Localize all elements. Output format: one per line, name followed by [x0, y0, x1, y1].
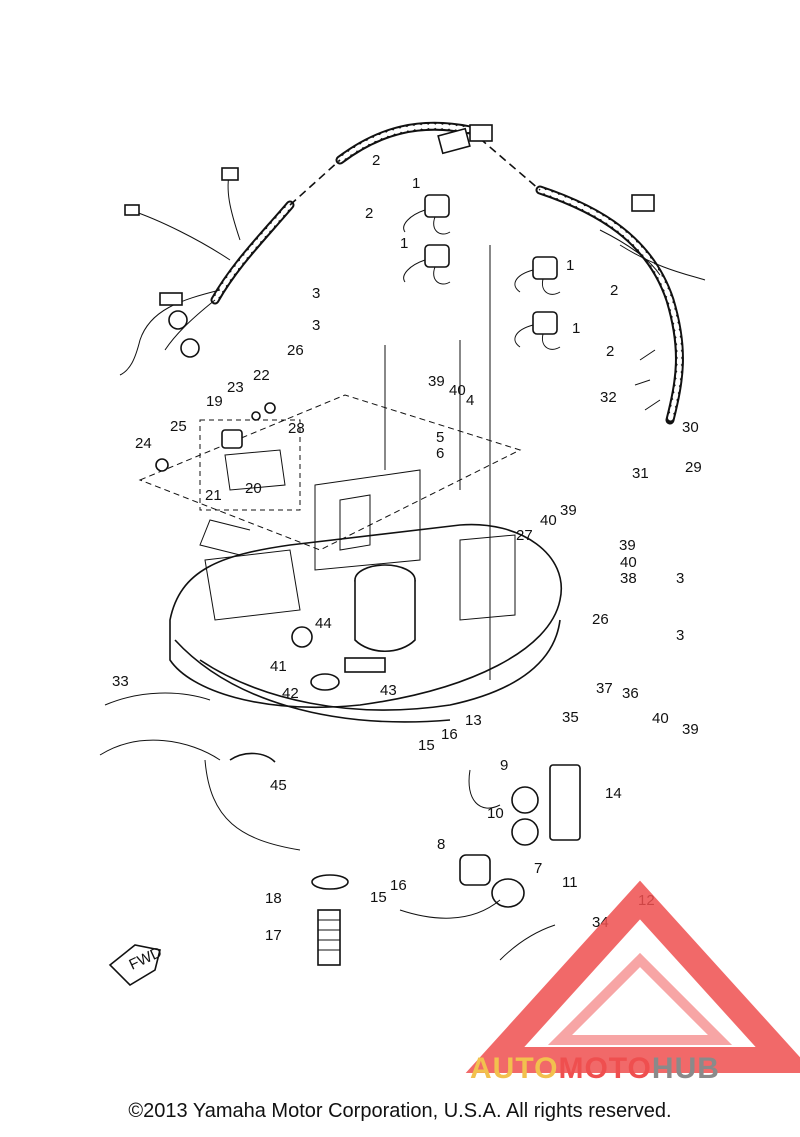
callout-label: 20 [245, 480, 262, 497]
callout-label: 13 [465, 712, 482, 729]
callout-label: 39 [560, 502, 577, 519]
callout-label: 1 [566, 257, 574, 274]
callout-label: 36 [622, 685, 639, 702]
callout-label: 40 [652, 710, 669, 727]
callout-label: 3 [676, 627, 684, 644]
callout-label: 40 [449, 382, 466, 399]
bracket-assembly [155, 402, 301, 511]
callout-label: 39 [428, 373, 445, 390]
callout-label: 2 [606, 343, 614, 360]
callout-label: 1 [412, 175, 420, 192]
callout-label: 30 [682, 419, 699, 436]
lower-components [99, 626, 581, 966]
logo-part-moto: MOTO [558, 1052, 652, 1085]
callout-label: 28 [288, 420, 305, 437]
callout-label: 2 [365, 205, 373, 222]
callout-label: 40 [540, 512, 557, 529]
copyright-notice: ©2013 Yamaha Motor Corporation, U.S.A. A… [128, 1100, 672, 1122]
callout-label: 15 [418, 737, 435, 754]
exploded-parts-diagram: FWD 1 1 1 1 2 2 2 2 3 3 3 3 4 5 6 7 8 9 … [99, 121, 800, 1073]
callout-label: 24 [135, 435, 152, 452]
callout-label: 26 [592, 611, 609, 628]
callout-numbers: 1 1 1 1 2 2 2 2 3 3 3 3 4 5 6 7 8 9 10 1… [112, 152, 702, 944]
callout-label: 38 [620, 570, 637, 587]
watermark-logo-text: AUTOMOTOHUB [470, 1052, 800, 1092]
callout-label: 43 [380, 682, 397, 699]
callout-label: 19 [206, 393, 223, 410]
callout-label: 7 [534, 860, 542, 877]
logo-part-auto: AUTO [470, 1052, 559, 1085]
callout-label: 16 [441, 726, 458, 743]
callout-label: 39 [619, 537, 636, 554]
callout-label: 5 [436, 429, 444, 446]
callout-label: 17 [265, 927, 282, 944]
callout-label: 18 [265, 890, 282, 907]
callout-label: 14 [605, 785, 622, 802]
callout-label: 23 [227, 379, 244, 396]
callout-label: 31 [632, 465, 649, 482]
callout-label: 9 [500, 757, 508, 774]
callout-label: 1 [400, 235, 408, 252]
callout-label: 40 [620, 554, 637, 571]
callout-label: 29 [685, 459, 702, 476]
callout-label: 41 [270, 658, 287, 675]
callout-label: 3 [676, 570, 684, 587]
callout-label: 6 [436, 445, 444, 462]
callout-label: 35 [562, 709, 579, 726]
callout-label: 33 [112, 673, 129, 690]
callout-label: 32 [600, 389, 617, 406]
callout-label: 1 [572, 320, 580, 337]
callout-label: 25 [170, 418, 187, 435]
callout-label: 16 [390, 877, 407, 894]
fwd-arrow [108, 944, 161, 987]
engine-block [138, 245, 563, 723]
relay-group [403, 194, 561, 350]
callout-label: 42 [282, 685, 299, 702]
callout-label: 2 [372, 152, 380, 169]
callout-label: 11 [562, 874, 578, 891]
callout-label: 2 [610, 282, 618, 299]
callout-label: 10 [487, 805, 504, 822]
callout-label: 4 [466, 392, 474, 409]
callout-label: 26 [287, 342, 304, 359]
callout-label: 21 [205, 487, 222, 504]
watermark-logo-triangle [465, 880, 800, 1073]
callout-label: 3 [312, 285, 320, 302]
callout-label: 22 [253, 367, 270, 384]
logo-part-hub: HUB [651, 1052, 720, 1085]
callout-label: 44 [315, 615, 332, 632]
callout-label: 45 [270, 777, 287, 794]
callout-label: 27 [516, 527, 533, 544]
callout-label: 8 [437, 836, 445, 853]
callout-label: 39 [682, 721, 699, 738]
callout-label: 15 [370, 889, 387, 906]
callout-label: 37 [596, 680, 613, 697]
callout-label: 3 [312, 317, 320, 334]
main-wiring-harness [119, 121, 706, 425]
